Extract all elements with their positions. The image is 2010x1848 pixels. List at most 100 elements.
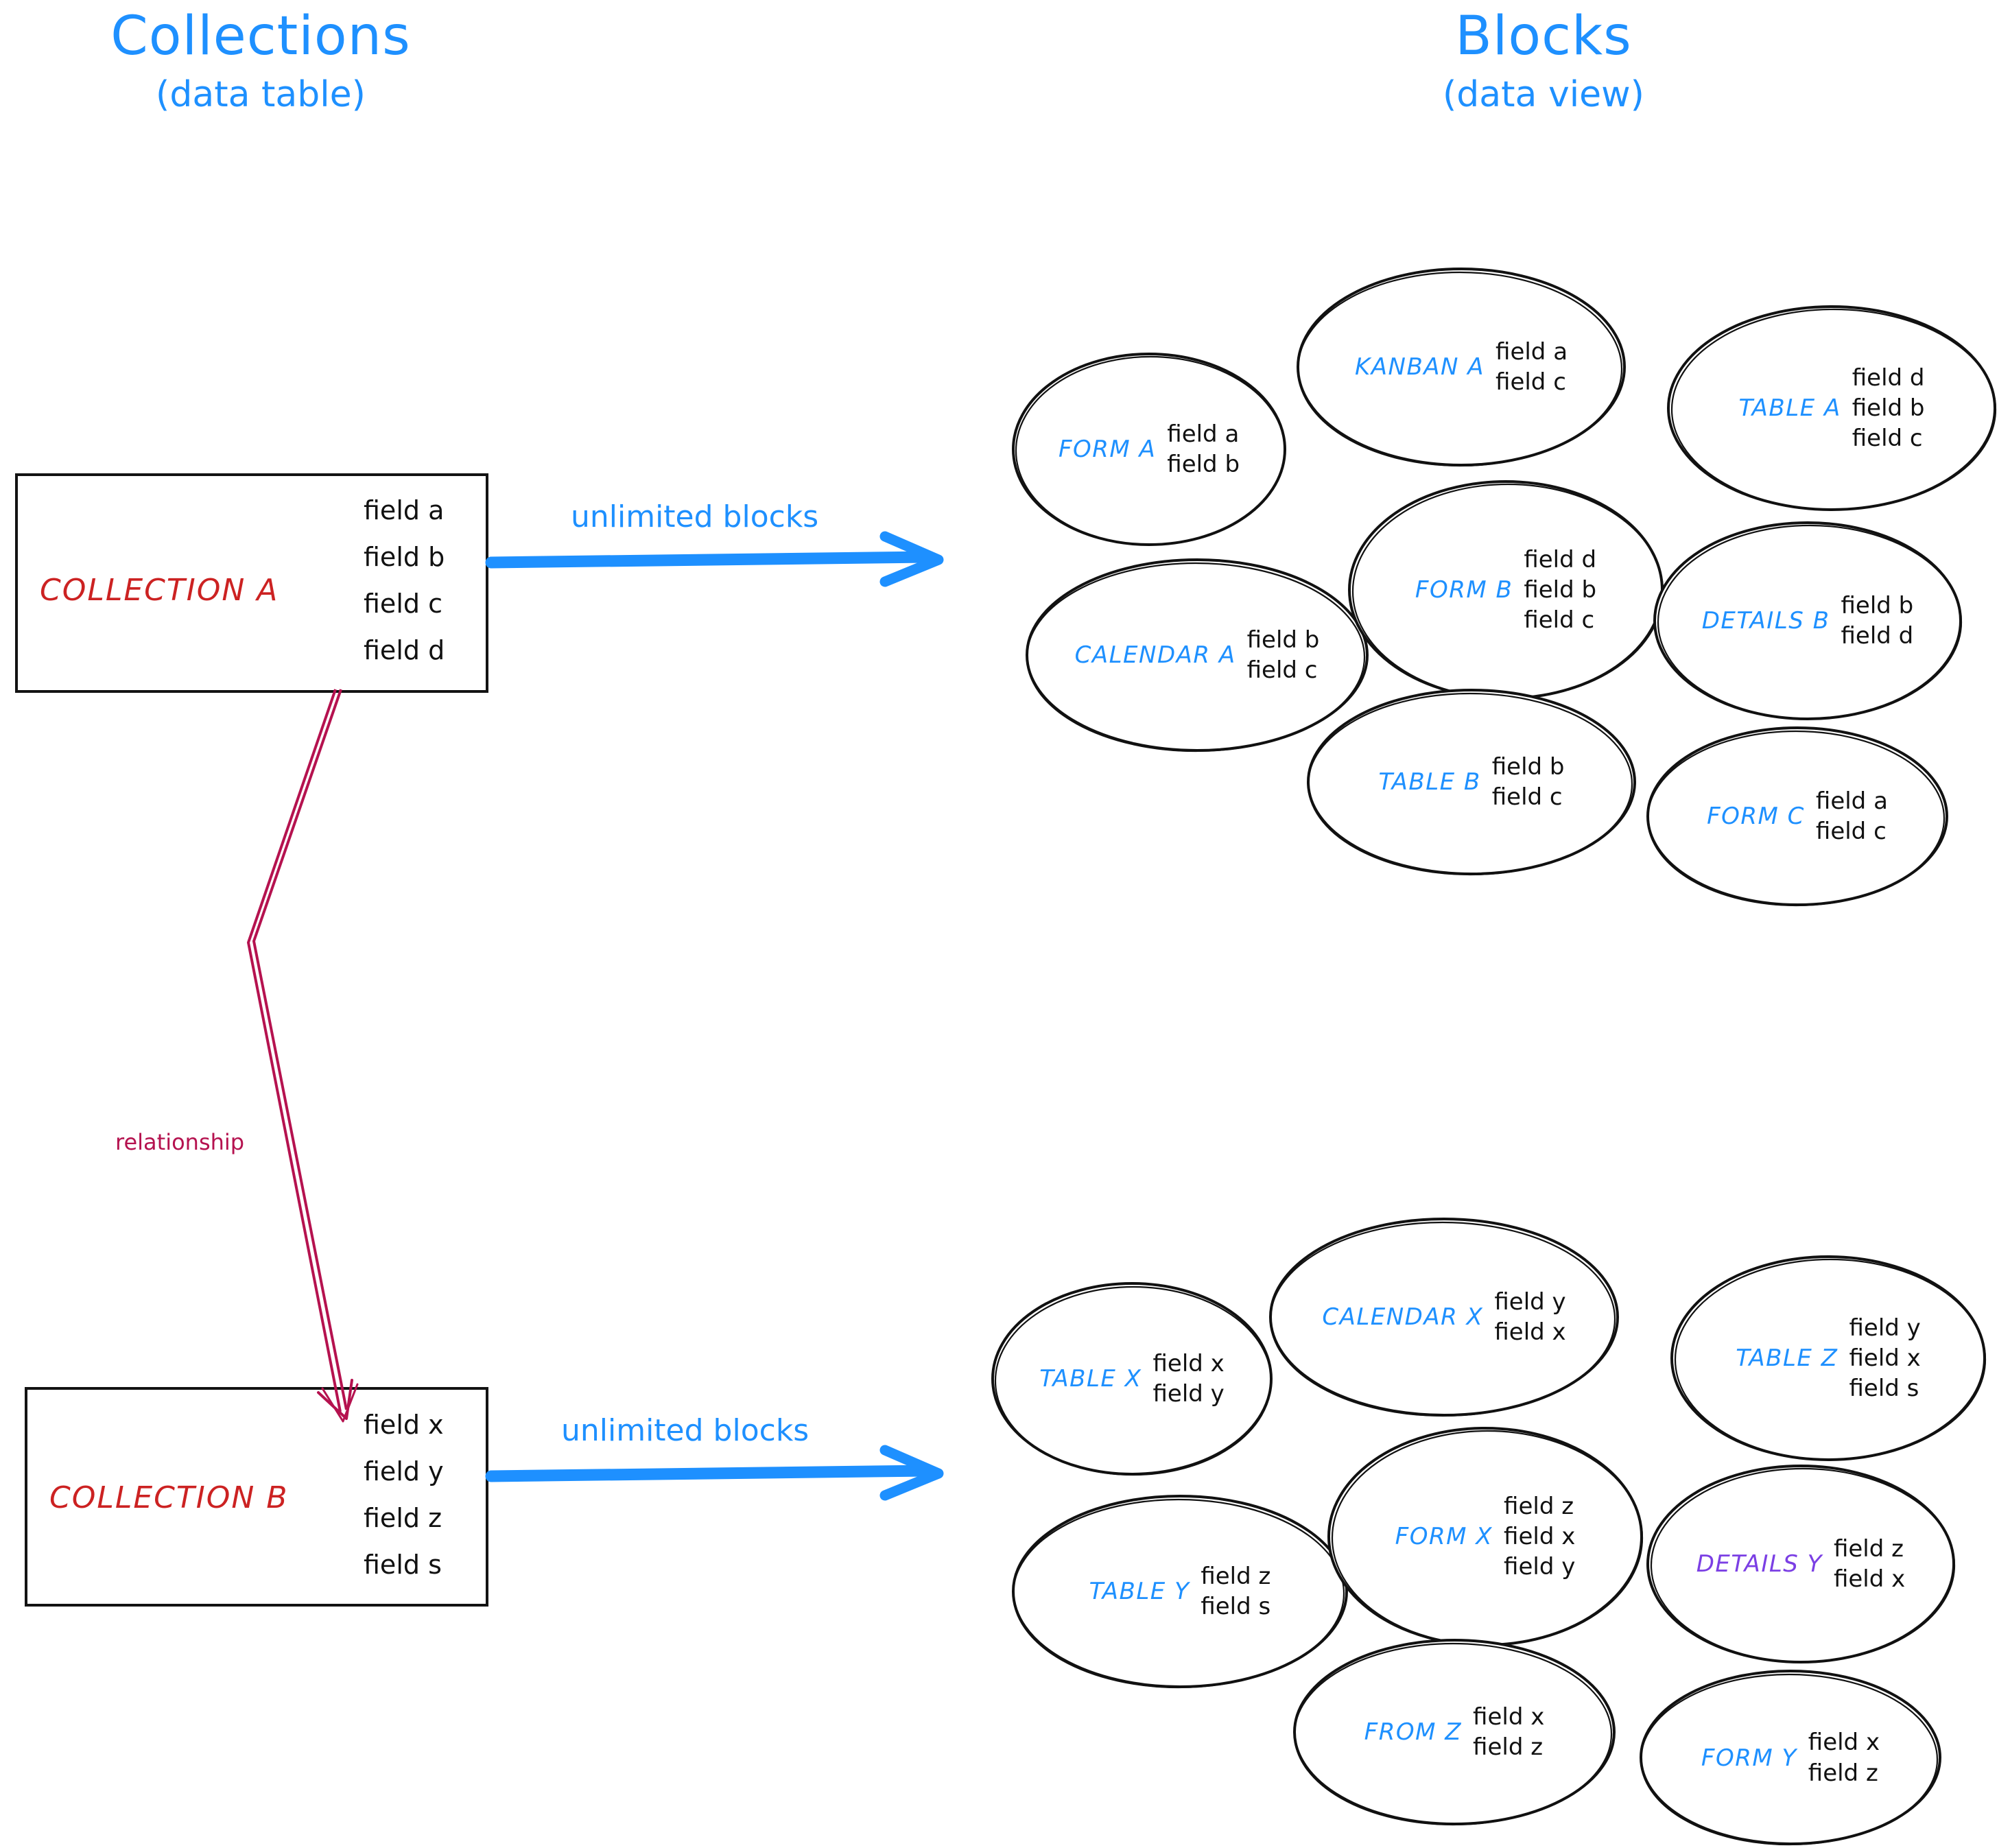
block-field: field s	[1849, 1375, 1919, 1403]
blocks-title: Blocks	[1455, 5, 1632, 67]
collection-b-fields: field x field y field z field s	[364, 1412, 444, 1578]
block-label: FORM Y	[1701, 1744, 1797, 1772]
block-label: TABLE Y	[1089, 1578, 1190, 1605]
collections-heading: Collections (data table)	[48, 6, 473, 116]
block-label: TABLE A	[1738, 394, 1841, 422]
block-field: field b	[1491, 753, 1565, 781]
collection-b-field-0: field x	[364, 1410, 444, 1440]
block-field: field c	[1852, 425, 1923, 453]
block-table-a[interactable]: TABLE A field d field b field c	[1664, 302, 2000, 514]
collection-b-field-2: field z	[364, 1503, 442, 1533]
block-label: CALENDAR A	[1074, 641, 1236, 669]
block-field: field b	[1524, 576, 1597, 604]
block-field-list: field a field c	[1816, 786, 1888, 846]
block-field-list: field x field z	[1473, 1702, 1544, 1762]
block-field: field b	[1167, 451, 1240, 478]
block-details-y[interactable]: DETAILS Y field z field x	[1643, 1461, 1959, 1667]
block-field: field x	[1833, 1565, 1906, 1593]
block-label: FORM C	[1707, 803, 1805, 830]
block-field: field z	[1201, 1562, 1271, 1590]
block-field: field x	[1494, 1318, 1566, 1346]
block-from-z[interactable]: FROM Z field x field z	[1290, 1636, 1619, 1828]
collection-b-name: COLLECTION B	[49, 1480, 289, 1515]
block-table-x[interactable]: TABLE X field x field y	[988, 1279, 1276, 1478]
block-label: DETAILS B	[1701, 607, 1830, 635]
block-label: FORM B	[1415, 576, 1513, 604]
block-table-b[interactable]: TABLE B field b field c	[1303, 686, 1640, 878]
block-form-a[interactable]: FORM A field a field b	[1008, 350, 1290, 549]
ellipse-outline	[1012, 1495, 1348, 1689]
relationship-label: relationship	[115, 1129, 245, 1155]
block-field: field a	[1495, 337, 1568, 366]
collection-a-box[interactable]	[15, 473, 488, 693]
block-field: field y	[1849, 1314, 1921, 1342]
block-field: field z	[1833, 1535, 1904, 1563]
block-field: field z	[1473, 1733, 1544, 1761]
block-field: field d	[1852, 364, 1925, 392]
block-field: field b	[1246, 626, 1320, 654]
block-kanban-a[interactable]: KANBAN A field a field c	[1293, 264, 1629, 470]
block-field: field c	[1246, 656, 1318, 684]
block-field-list: field y field x	[1494, 1287, 1565, 1347]
block-table-z[interactable]: TABLE Z field y field x field s	[1667, 1252, 1989, 1465]
block-calendar-a[interactable]: CALENDAR A field b field c	[1022, 556, 1372, 755]
block-details-b[interactable]: DETAILS B field b field d	[1650, 518, 1965, 724]
block-label: KANBAN A	[1354, 353, 1485, 381]
block-field: field c	[1495, 368, 1566, 396]
block-field-list: field b field c	[1247, 625, 1320, 685]
block-form-x[interactable]: FORM X field z field x field y	[1324, 1423, 1646, 1650]
collection-a-name: COLLECTION A	[40, 573, 279, 608]
block-form-c[interactable]: FORM C field a field c	[1643, 724, 1952, 909]
block-field-list: field d field b field c	[1524, 545, 1596, 636]
collection-a-field-0: field a	[364, 495, 445, 525]
collection-a-field-1: field b	[364, 542, 445, 572]
block-field: field x	[1504, 1522, 1576, 1550]
block-label: FROM Z	[1364, 1718, 1463, 1746]
block-field: field c	[1491, 783, 1563, 811]
block-field: field y	[1152, 1380, 1225, 1408]
block-field-list: field z field x	[1834, 1534, 1905, 1594]
collections-subtitle: (data table)	[156, 74, 366, 116]
block-field: field d	[1524, 545, 1597, 573]
block-field-list: field y field x field s	[1849, 1313, 1920, 1404]
block-field: field y	[1504, 1553, 1576, 1581]
block-field-list: field x field y	[1152, 1349, 1224, 1409]
block-field-list: field a field c	[1495, 337, 1568, 397]
ellipse-outline	[1307, 689, 1636, 876]
block-label: CALENDAR X	[1322, 1303, 1484, 1331]
collection-b-field-3: field s	[364, 1550, 442, 1580]
ellipse-outline	[1026, 558, 1369, 753]
ellipse-outline	[991, 1282, 1273, 1476]
ellipse-outline	[1297, 268, 1626, 467]
collection-b-field-1: field y	[364, 1456, 444, 1486]
block-label: FORM X	[1395, 1523, 1493, 1550]
collection-b-box[interactable]	[25, 1387, 488, 1607]
block-field: field x	[1152, 1349, 1225, 1377]
block-calendar-x[interactable]: CALENDAR X field y field x	[1266, 1214, 1622, 1420]
block-field-list: field b field d	[1841, 591, 1914, 651]
block-field: field a	[1167, 420, 1240, 448]
block-field: field x	[1808, 1729, 1880, 1757]
ellipse-outline	[1646, 726, 1948, 907]
blocks-heading: Blocks (data view)	[1331, 5, 1756, 116]
ellipse-outline	[1640, 1670, 1941, 1846]
block-label: TABLE Z	[1736, 1344, 1838, 1372]
block-field: field z	[1808, 1759, 1878, 1787]
block-field: field c	[1524, 606, 1595, 635]
ellipse-outline	[1269, 1218, 1619, 1417]
block-form-y[interactable]: FORM Y field x field z	[1636, 1667, 1945, 1848]
ellipse-outline	[1293, 1639, 1616, 1826]
block-field: field c	[1815, 818, 1887, 845]
block-form-b[interactable]: FORM B field d field b field c	[1345, 477, 1667, 703]
block-table-y[interactable]: TABLE Y field z field s	[1008, 1492, 1351, 1691]
block-field-list: field d field b field c	[1852, 363, 1925, 454]
block-field: field y	[1494, 1288, 1566, 1316]
block-field-list: field z field s	[1201, 1561, 1270, 1622]
collection-a-field-3: field d	[364, 635, 445, 665]
unlimited-blocks-arrow-bottom	[485, 1445, 944, 1501]
ellipse-outline	[1670, 1255, 1987, 1461]
ellipse-outline	[1012, 353, 1286, 546]
relationship-connector	[247, 689, 359, 1423]
blocks-subtitle: (data view)	[1443, 74, 1644, 116]
